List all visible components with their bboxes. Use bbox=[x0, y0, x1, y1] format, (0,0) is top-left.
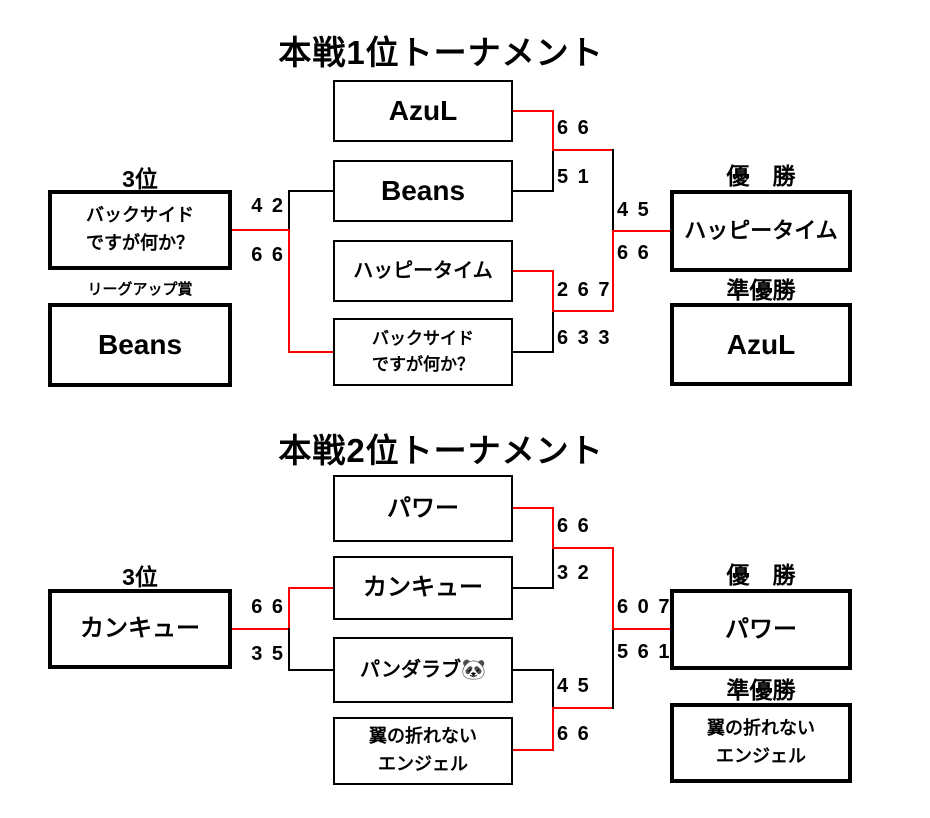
t1-sf2-bottom-team-box: バックサイド ですが何か？ bbox=[333, 318, 513, 386]
t2-sf1-top-team-label: パワー bbox=[387, 494, 459, 522]
t2-sf2-bottom-score: 6 6 bbox=[557, 723, 591, 745]
t1-final-bottom-vertical bbox=[612, 230, 614, 312]
t1-final-winner-connector bbox=[612, 230, 670, 232]
t2-final-top-score: 6 0 7 bbox=[617, 596, 672, 618]
t2-thirdplace-bottom-score: 3 5 bbox=[251, 643, 285, 665]
t2-sf1-bottom-team-label: カンキュー bbox=[363, 574, 483, 602]
t1-sf2-bottom-team-line1: バックサイド bbox=[372, 328, 474, 348]
t2-sf1-top-team-box: パワー bbox=[333, 475, 513, 542]
t1-sf1-bottom-connector-vertical bbox=[552, 149, 554, 192]
t2-sf1-top-score: 6 6 bbox=[557, 515, 591, 537]
t2-sf2-bottom-team-line1: 翼の折れない bbox=[369, 726, 477, 747]
t1-thirdplace-top-score: 4 2 bbox=[251, 195, 285, 217]
t1-sf1-top-team-label: AzuL bbox=[388, 95, 458, 127]
t2-sf1-top-connector-vertical bbox=[552, 507, 554, 549]
t2-final-top-vertical bbox=[612, 547, 614, 630]
t2-thirdplace-top-vertical bbox=[288, 587, 290, 630]
t2-thirdplace-bottom-vertical bbox=[288, 628, 290, 671]
t1-sf2-top-score: 2 6 7 bbox=[557, 279, 612, 301]
t2-sf1-bottom-connector-vertical bbox=[552, 547, 554, 589]
t2-third-place-team-box: カンキュー bbox=[48, 589, 232, 669]
t1-sf2-bottom-team-line2: ですが何か？ bbox=[372, 355, 474, 374]
t2-sf2-top-connector-vertical bbox=[552, 669, 554, 709]
t1-sf2-winner-connector bbox=[552, 310, 613, 312]
t1-sf1-bottom-team-label: Beans bbox=[380, 175, 466, 207]
t2-runner-up-team-line2: エンジェル bbox=[716, 746, 806, 766]
t2-sf2-bottom-team-box: 翼の折れない エンジェル bbox=[333, 717, 513, 785]
t1-sf1-top-connector-vertical bbox=[552, 110, 554, 151]
t1-league-up-label: リーグアップ賞 bbox=[87, 281, 193, 298]
t2-champion-team-box: パワー bbox=[670, 589, 852, 670]
t2-sf2-winner-connector bbox=[552, 707, 613, 709]
t1-final-bottom-score: 6 6 bbox=[617, 242, 651, 264]
t1-third-place-team-line2: ですが何か？ bbox=[86, 233, 194, 253]
t1-sf2-bottom-connector-vertical bbox=[552, 310, 554, 353]
t2-final-bottom-vertical bbox=[612, 628, 614, 709]
t1-thirdplace-winner-connector bbox=[232, 229, 289, 231]
t2-sf2-bottom-connector-vertical bbox=[552, 707, 554, 751]
t2-sf1-top-connector bbox=[513, 507, 553, 509]
t2-sf2-bottom-connector bbox=[513, 749, 553, 751]
t2-sf1-bottom-team-box: カンキュー bbox=[333, 556, 513, 620]
t1-thirdplace-bottom-vertical bbox=[288, 229, 290, 353]
t1-sf1-top-score: 6 6 bbox=[557, 117, 591, 139]
t2-sf2-top-team-label: パンダラブ🐼 bbox=[360, 658, 486, 681]
t2-runner-up-label: 準優勝 bbox=[726, 677, 796, 703]
t1-sf1-bottom-team-box: Beans bbox=[333, 160, 513, 222]
t2-runner-up-team-line1: 翼の折れない bbox=[707, 718, 815, 739]
t2-runner-up-team-box: 翼の折れない エンジェル bbox=[670, 703, 852, 783]
t2-thirdplace-bottom-connector bbox=[288, 669, 333, 671]
t2-final-winner-connector bbox=[612, 628, 670, 630]
t2-sf2-top-connector bbox=[513, 669, 553, 671]
t1-thirdplace-bottom-connector bbox=[288, 351, 333, 353]
t2-champion-team-label: パワー bbox=[725, 615, 797, 643]
t1-sf1-top-team-box: AzuL bbox=[333, 80, 513, 142]
t1-sf2-top-team-label: ハッピータイム bbox=[353, 259, 493, 282]
t1-sf1-winner-connector bbox=[552, 149, 613, 151]
t1-runner-up-team-label: AzuL bbox=[726, 328, 796, 360]
tournament2-title: 本戦2位トーナメント bbox=[278, 432, 604, 469]
t2-final-bottom-score: 5 6 1 bbox=[617, 641, 672, 663]
t2-third-place-label: 3位 bbox=[122, 564, 158, 590]
t1-sf1-bottom-score: 5 1 bbox=[557, 166, 591, 188]
t2-champion-label: 優 勝 bbox=[726, 562, 796, 588]
t1-thirdplace-top-connector bbox=[289, 190, 333, 192]
t2-sf2-bottom-team-line2: エンジェル bbox=[378, 754, 468, 774]
t1-thirdplace-bottom-score: 6 6 bbox=[251, 244, 285, 266]
t1-league-up-team-box: Beans bbox=[48, 303, 232, 387]
tournament1-title: 本戦1位トーナメント bbox=[278, 34, 604, 71]
t1-sf2-top-connector-vertical bbox=[552, 270, 554, 312]
t1-champion-label: 優 勝 bbox=[726, 163, 796, 189]
t1-sf2-top-team-box: ハッピータイム bbox=[333, 240, 513, 302]
t1-third-place-label: 3位 bbox=[122, 166, 158, 192]
t2-thirdplace-winner-connector bbox=[232, 628, 289, 630]
t1-sf1-bottom-connector bbox=[513, 190, 553, 192]
t1-champion-team-box: ハッピータイム bbox=[670, 190, 852, 272]
t1-champion-team-label: ハッピータイム bbox=[684, 217, 838, 243]
t2-sf2-top-team-box: パンダラブ🐼 bbox=[333, 637, 513, 703]
t2-third-place-team-label: カンキュー bbox=[80, 615, 200, 643]
t1-third-place-team-line1: バックサイド bbox=[86, 205, 194, 226]
t1-third-place-team-box: バックサイド ですが何か？ bbox=[48, 190, 232, 270]
t2-thirdplace-top-score: 6 6 bbox=[251, 596, 285, 618]
t1-sf2-bottom-connector bbox=[513, 351, 553, 353]
t1-final-top-vertical bbox=[612, 149, 614, 232]
t2-sf1-bottom-connector bbox=[513, 587, 553, 589]
t1-runner-up-team-box: AzuL bbox=[670, 303, 852, 386]
t2-sf2-top-score: 4 5 bbox=[557, 675, 591, 697]
t1-sf2-top-connector bbox=[513, 270, 553, 272]
t1-league-up-team-label: Beans bbox=[97, 329, 183, 361]
t2-sf1-bottom-score: 3 2 bbox=[557, 562, 591, 584]
t1-thirdplace-top-vertical bbox=[288, 190, 290, 231]
t2-thirdplace-top-connector bbox=[289, 587, 333, 589]
t1-sf1-top-connector bbox=[513, 110, 553, 112]
t1-runner-up-label: 準優勝 bbox=[726, 277, 796, 303]
t2-sf1-winner-connector bbox=[552, 547, 613, 549]
t1-final-top-score: 4 5 bbox=[617, 199, 651, 221]
t1-sf2-bottom-score: 6 3 3 bbox=[557, 327, 612, 349]
